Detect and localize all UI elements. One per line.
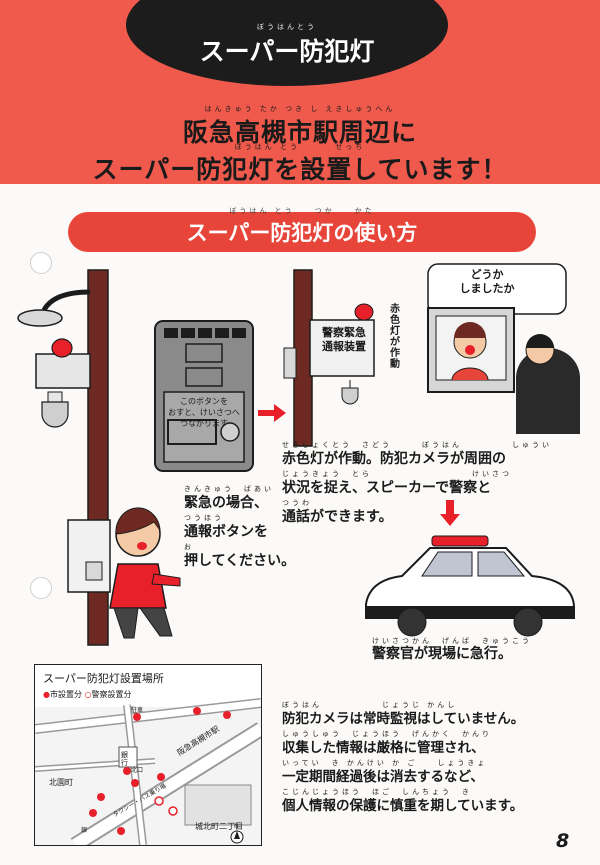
headline-ruby-2: ぼうはん とう せっち [234,143,366,151]
woman-illustration [109,507,181,639]
speech-bubble: どうか しましたか [446,268,528,296]
page-number: 8 [556,830,570,852]
lamp-label: 赤色灯が作動 [390,304,400,370]
privacy-line-1: 防犯カメラは常時監視はしていません。 [282,711,525,727]
step-2-ruby-3: つうわ [282,499,312,507]
panel-hint: このボタンを おすと、けいさつへ つながります [160,396,248,429]
map-kitazono-label: 北園町 [49,778,73,787]
emergency-panel-illustration [154,320,254,472]
legend-police-label: 警察設置分 [91,690,132,699]
panel-hint-line-3: つながります [180,419,228,428]
panel-hint-line-2: おすと、けいさつへ [168,408,240,417]
map-title: スーパー防犯灯設置場所 [43,672,164,685]
privacy-ruby-2: しゅうしゅう じょうほう げんかく かんり [282,730,492,738]
map-bank-small-label: 銀 [81,827,88,834]
step-1-ruby-1: きんきゅう ばあい [184,485,274,493]
title-ruby: ぼうはんとう [257,23,317,31]
map-north-label: N [234,823,239,830]
step-1-line-3: 押してください。 [184,553,296,569]
step-3-ruby: けいさつかん げんば きゅうこう [372,637,532,645]
binder-hole-bottom [30,577,52,599]
privacy-ruby-4: こじんじょうほう ほご しんちょう き [282,788,472,796]
map-legend: ●市設置分 ○警察設置分 [43,689,132,700]
step-1-ruby-3: お [184,543,194,551]
privacy-line-3: 一定期間経過後は消去するなど、 [282,769,484,785]
headline-ruby-1: はんきゅう たか つき し えきしゅうへん [204,105,396,113]
speech-line-1: どうか [470,268,504,281]
section-header-ruby: ぼうはん とう つか かた [229,207,375,215]
privacy-ruby-1: ぼうはん じょうじ かんし [282,701,458,709]
step-1-line-2: 通報ボタンを [184,524,268,540]
binder-hole-top [30,252,52,274]
privacy-line-4: 個人情報の保護に慎重を期しています。 [282,798,524,814]
headline-line-2: スーパー防犯灯を設置しています！ [92,155,508,184]
arrow-right-icon [258,404,286,422]
map-north-exit-label: 北口 [131,767,144,774]
step-2-ruby-1: せきしょくとう さどう ぼうはん しゅうい [282,441,552,449]
device-label: 警察緊急 通報装置 [316,326,372,354]
map-parking-label: 駐車 [131,707,144,714]
arrow-down-icon [440,500,460,526]
step-2-line-2: 状況を捉え、スピーカーで警察と [282,480,492,496]
step-3-text: 警察官が現場に急行。 [372,646,512,662]
step-2-line-1: 赤色灯が作動。防犯カメラが周囲の [282,451,506,467]
privacy-note: ぼうはん じょうじ かんし 防犯カメラは常時監視はしていません。 しゅうしゅう … [282,700,524,816]
page-title: スーパー防犯灯 [199,37,375,66]
privacy-line-2: 収集した情報は厳格に管理され、 [282,740,485,756]
device-label-line-2: 通報装置 [322,340,366,353]
device-pole-illustration [283,269,375,447]
step-2-text: せきしょくとう さどう ぼうはん しゅうい 赤色灯が作動。防犯カメラが周囲の じ… [282,440,552,527]
step-1-ruby-2: つうほう [184,514,224,522]
legend-police-dot-icon: ○ [84,690,92,699]
police-monitor-illustration [427,263,580,434]
map-bank-label: 銀行 [121,751,128,767]
step-1-text: きんきゅう ばあい 緊急の場合、 つうほう 通報ボタンを お 押してください。 [184,484,295,571]
police-car-illustration [365,535,575,637]
location-map: スーパー防犯灯設置場所 ●市設置分 ○警察設置分 阪急高槻市駅 銀行 北園町 城… [34,664,262,846]
device-label-line-1: 警察緊急 [322,326,366,339]
legend-city-label: 市設置分 [49,690,82,699]
step-1-line-1: 緊急の場合、 [184,495,268,511]
headline-line-1: 阪急高槻市駅周辺に [182,118,417,147]
map-streets [35,665,261,845]
streetlight-pole-illustration [17,269,111,646]
section-header-pill [68,212,536,252]
step-2-ruby-2: じょうきょう とら けいさつ [282,470,512,478]
privacy-ruby-3: いってい き かんけい か ご しょうきょ [282,759,488,767]
section-header-title: スーパー防犯灯の使い方 [186,221,418,245]
legend-city-dot-icon: ● [43,690,50,699]
panel-hint-line-1: このボタンを [180,397,228,406]
step-2-line-3: 通話ができます。 [282,509,393,525]
speech-line-2: しましたか [459,282,515,295]
map-shiroyama-label: 城北町二丁目 [195,822,243,831]
